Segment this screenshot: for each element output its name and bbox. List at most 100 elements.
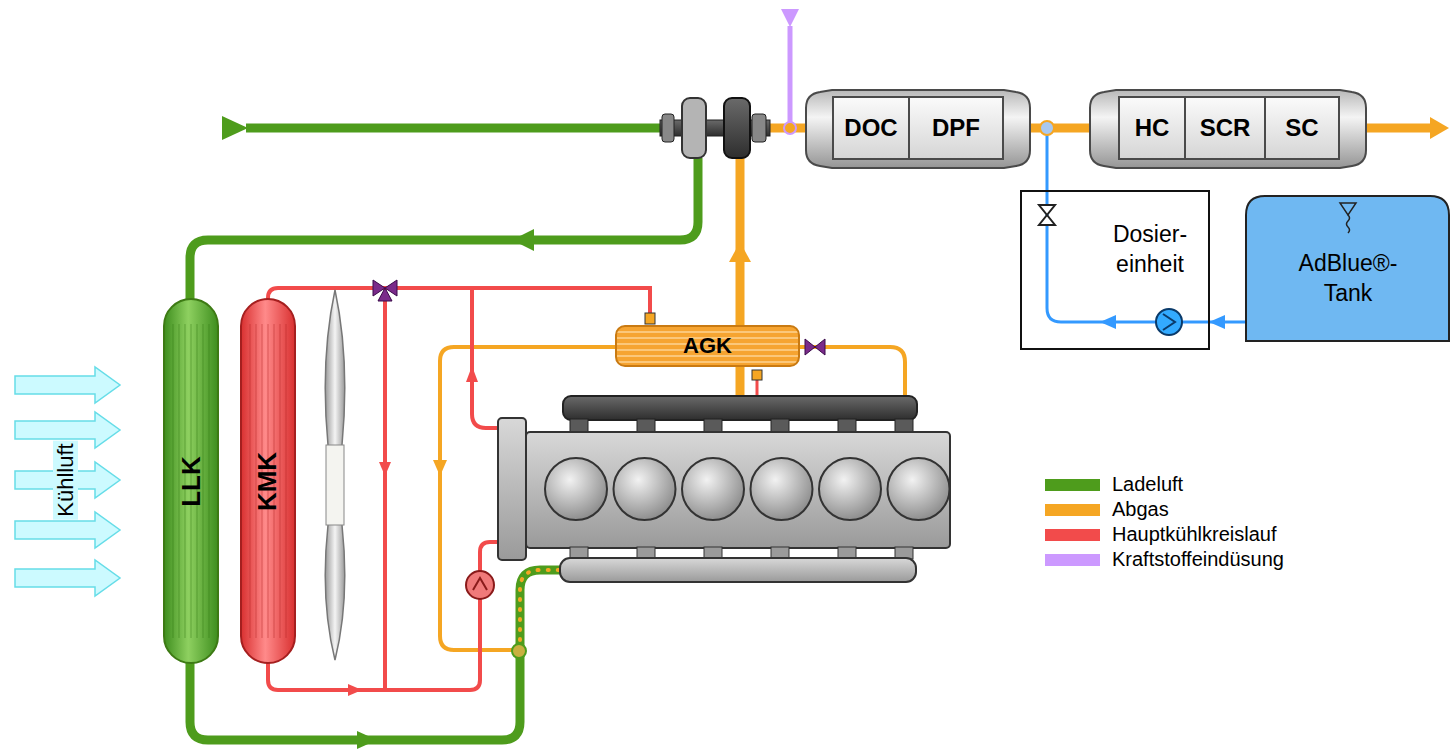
cooling-air-arrow <box>15 560 120 596</box>
charge-air-cooler: LLK <box>163 298 219 664</box>
compressor-wheel <box>682 98 706 158</box>
charge-air-line <box>246 124 684 133</box>
manifold-runner <box>838 419 856 433</box>
charge-air-line <box>190 656 520 740</box>
dosing-valve <box>1039 205 1055 225</box>
arrowhead <box>1430 117 1449 139</box>
legend-text: Kraftstoffeindüsung <box>1112 548 1284 571</box>
fan-hub <box>326 445 344 525</box>
arrowhead <box>357 731 377 749</box>
adblue-tank: AdBlue®- Tank <box>1245 195 1451 342</box>
node-label: LLK <box>175 456 206 507</box>
node-label: SCR <box>1200 114 1251 142</box>
cylinder <box>819 458 881 520</box>
cooler-fin <box>173 324 174 638</box>
thermostat-valve <box>378 288 392 301</box>
catalyst-box: DOC <box>832 96 910 160</box>
tank-body <box>1246 196 1449 341</box>
node-label: DOC <box>844 114 897 142</box>
arrowhead <box>1100 315 1116 329</box>
legend-item: Ladeluft <box>1045 472 1284 497</box>
legend-item: Abgas <box>1045 497 1284 522</box>
catalyst-box: SCR <box>1184 96 1266 160</box>
arrowhead <box>348 684 362 696</box>
arrowhead <box>781 9 799 27</box>
legend: LadeluftAbgasHauptkühlkreislaufKraftstof… <box>1045 472 1284 572</box>
injection-point <box>784 122 796 134</box>
coolant-line <box>268 288 650 315</box>
mixing-point <box>512 644 526 658</box>
legend-item: Hauptkühlkreislauf <box>1045 522 1284 547</box>
coolant-pump <box>466 571 494 599</box>
legend-swatch <box>1045 529 1100 541</box>
coolant-port <box>752 370 762 380</box>
engine-front-cover <box>498 418 526 560</box>
mixed-intake-dots <box>520 570 562 650</box>
cylinder <box>682 458 744 520</box>
arrowhead <box>433 460 447 476</box>
coolant-pump <box>473 578 487 590</box>
legend-swatch <box>1045 554 1100 566</box>
legend-text: Hauptkühlkreislauf <box>1112 523 1277 546</box>
cylinder <box>751 458 813 520</box>
cooler-body <box>164 299 218 663</box>
node-label: DPF <box>932 114 980 142</box>
cooling-air-arrow <box>15 367 120 403</box>
egr-line <box>798 347 905 400</box>
arrowhead <box>222 116 248 140</box>
node-label: SC <box>1285 114 1318 142</box>
manifold-runner <box>771 419 789 433</box>
arrowhead <box>512 229 534 251</box>
level-symbol <box>1347 215 1350 233</box>
urea-injection-point <box>1040 121 1054 135</box>
coolant-line <box>268 599 480 690</box>
annotation-text: Kühlluft <box>53 440 78 519</box>
arrowhead <box>729 242 751 262</box>
level-symbol <box>1340 203 1356 215</box>
catalyst-box: SC <box>1264 96 1340 160</box>
manifold-runner <box>895 419 913 433</box>
node-label: HC <box>1135 114 1170 142</box>
catalyst-canister <box>1090 90 1366 168</box>
exhaust-line <box>1360 124 1432 133</box>
adblue-line <box>1182 321 1210 324</box>
catalyst-box: DPF <box>908 96 1004 160</box>
cooler-fin <box>209 324 210 638</box>
node-label: AGK <box>683 333 732 359</box>
cooler-body <box>241 299 295 663</box>
arrowhead <box>466 366 478 382</box>
adblue-pump <box>1156 309 1182 335</box>
node-label: Dosier- einheit <box>1100 220 1200 280</box>
coolant-line <box>472 288 500 428</box>
egr-valve <box>805 339 815 355</box>
exhaust-manifold <box>563 396 917 420</box>
manifold-runner <box>704 419 722 433</box>
dosing-unit-box: Dosier- einheit <box>1020 190 1210 350</box>
legend-swatch <box>1045 504 1100 516</box>
mixed-intake-line <box>520 570 562 656</box>
cooler-fin <box>250 324 251 638</box>
legend-item: Kraftstoffeindüsung <box>1045 547 1284 572</box>
node-label: KMK <box>253 451 284 510</box>
turbine-wheel <box>724 98 750 158</box>
fuel-injection-line <box>788 26 793 124</box>
engine-block <box>526 432 950 548</box>
turbo-hub <box>662 114 674 142</box>
cylinder <box>614 458 676 520</box>
legend-text: Ladeluft <box>1112 473 1183 496</box>
catalyst-box: HC <box>1118 96 1186 160</box>
legend-swatch <box>1045 479 1100 491</box>
cylinder <box>888 458 950 520</box>
cooling-air-label: Kühlluft <box>53 440 79 519</box>
adblue-supply-line <box>1210 321 1245 324</box>
node-label: AdBlue®- Tank <box>1283 249 1413 309</box>
manifold-runner <box>637 419 655 433</box>
fan-blade <box>325 290 345 660</box>
egr-cooler: AGK <box>615 325 800 367</box>
intake-manifold <box>560 558 916 582</box>
coolant-line <box>383 298 387 690</box>
coolant-radiator: KMK <box>240 298 296 664</box>
legend-text: Abgas <box>1112 498 1169 521</box>
cooler-fin <box>286 324 287 638</box>
turbo-hub <box>752 114 766 142</box>
